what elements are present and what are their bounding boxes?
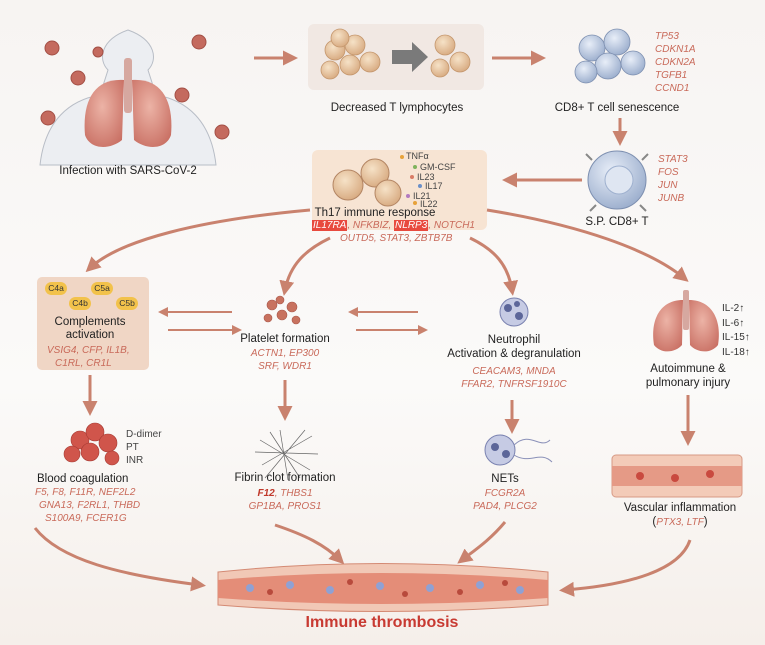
autoimmune-lungs [653, 290, 719, 352]
gene: JUNB [658, 193, 685, 204]
platelet-label: Platelet formation [240, 333, 330, 345]
cytokine-dots [400, 155, 422, 205]
platelet-genes: ACTN1, EP300 SRF, WDR1 [251, 347, 319, 373]
gene-line: GNA13, F2RL1, THBD [39, 500, 141, 511]
gene: CDKN1A [655, 44, 696, 55]
marker-ddimer: D-dimer [126, 429, 162, 440]
marker-pt: PT [126, 442, 139, 453]
cytokine-gmcsf: GM-CSF [420, 162, 456, 172]
gene-line: C1RL, CR1L [55, 358, 112, 369]
flow-arrows [33, 50, 696, 597]
th17-genes-line1: IL17RA, NFKBIZ, NLRP3, NOTCH1 [312, 220, 475, 231]
th17-genes-line2: OUTD5, STAT3, ZBTB7B [340, 233, 453, 244]
vascular-vessel [611, 454, 743, 498]
gene-nfkbiz: NFKBIZ [352, 220, 389, 231]
bubble-c4a: C4a [45, 282, 67, 295]
complements-label-line2: activation [65, 329, 115, 341]
gene: TP53 [655, 31, 679, 42]
gene-line: PAD4, PLCG2 [473, 501, 537, 512]
sp-cd8-genes: STAT3 FOS JUN JUNB [658, 153, 688, 205]
virus-particles [40, 34, 230, 140]
coagulation-markers: D-dimer PT INR [126, 428, 162, 467]
interleukin-item: IL-18↑ [722, 346, 750, 358]
lymphocyte-decrease-arrow [392, 42, 428, 72]
senescent-cd8-cells [574, 28, 646, 84]
thrombosis-vessel [217, 563, 549, 612]
blood-clot [63, 422, 120, 466]
senescence-genes: TP53 CDKN1A CDKN2A TGFB1 CCND1 [655, 30, 696, 95]
infection-label: Infection with SARS-CoV-2 [59, 165, 197, 177]
nets-label: NETs [491, 473, 519, 485]
fibrin-label: Fibrin clot formation [234, 472, 336, 484]
interleukin-item: IL-6↑ [722, 317, 745, 329]
immune-thrombosis-title: Immune thrombosis [305, 614, 459, 631]
gene-notch1: NOTCH1 [433, 220, 475, 231]
gene-line: S100A9, FCER1G [45, 513, 127, 524]
neutrophil-label-line1: Neutrophil [487, 334, 541, 346]
vascular-genes: (PTX3, LTF) [652, 516, 708, 528]
coagulation-genes: F5, F8, F11R, NEF2L2 GNA13, F2RL1, THBD … [35, 486, 140, 525]
sp-cd8-cell [585, 150, 649, 212]
gene-line: F5, F8, F11R, NEF2L2 [35, 487, 136, 498]
gene-line: SRF, WDR1 [258, 361, 312, 372]
autoimmune-label-line2: pulmonary injury [645, 377, 731, 389]
fibrin-mesh [254, 429, 319, 481]
fibrin-genes: F12, THBS1 GP1BA, PROS1 [249, 487, 322, 513]
gene-nlrp3: NLRP3 [394, 220, 429, 231]
cytokine-il21: IL21 [413, 191, 431, 201]
th17-cells [332, 158, 402, 207]
lymphocyte-cells [320, 28, 471, 80]
cytokine-il23: IL23 [417, 172, 435, 182]
gene: TGFB1 [655, 70, 688, 81]
gene-line: FFAR2, TNFRSF1910C [461, 379, 567, 390]
gene-line: FCGR2A [484, 488, 526, 499]
complements-genes: VSIG4, CFP, IL1B, C1RL, CR1L [47, 344, 130, 370]
interleukin-item: IL-15↑ [722, 332, 750, 343]
lymphocytes-label: Decreased T lymphocytes [330, 102, 464, 114]
platelet-cluster [263, 295, 301, 325]
gene-line: CEACAM3, MNDA [472, 366, 556, 377]
cytokine-il17: IL17 [425, 181, 443, 191]
gene-line: GP1BA, PROS1 [248, 501, 322, 512]
marker-inr: INR [126, 455, 144, 466]
cytokine-il22: IL22 [420, 199, 438, 209]
infection-torso-illustration [39, 29, 217, 166]
senescence-label: CD8+ T cell senescence [554, 102, 680, 114]
th17-label: Th17 immune response [314, 207, 436, 219]
nets-cell [484, 434, 553, 466]
interleukin-item: IL-2↑ [722, 303, 745, 314]
neutrophil-label-line2: Activation & degranulation [447, 348, 581, 360]
interleukin-list: IL-2↑ IL-6↑ IL-15↑ IL-18↑ [722, 302, 750, 360]
gene-line: VSIG4, CFP, IL1B, [47, 345, 130, 356]
neutrophil-cell [499, 297, 529, 327]
cytokine-tnfa: TNFα [406, 151, 429, 161]
gene: CCND1 [655, 83, 690, 94]
coagulation-label: Blood coagulation [37, 473, 129, 485]
bubble-c5a: C5a [91, 282, 113, 295]
bubble-c4b: C4b [69, 297, 91, 310]
complements-label-line1: Complements [54, 316, 126, 328]
vascular-label: Vascular inflammation [623, 502, 737, 514]
gene: CDKN2A [655, 57, 696, 68]
gene: FOS [658, 167, 679, 178]
sp-cd8-label: S.P. CD8+ T [585, 216, 649, 228]
nets-genes: FCGR2A PAD4, PLCG2 [473, 487, 537, 513]
gene-il17ra: IL17RA [312, 220, 348, 231]
gene-line: F12, THBS1 [257, 488, 313, 499]
gene-line: ACTN1, EP300 [250, 348, 320, 359]
neutrophil-genes: CEACAM3, MNDA FFAR2, TNFRSF1910C [461, 365, 566, 391]
autoimmune-label-line1: Autoimmune & [650, 363, 726, 375]
gene: JUN [658, 180, 678, 191]
bubble-c5b: C5b [116, 297, 138, 310]
gene: STAT3 [658, 154, 688, 165]
